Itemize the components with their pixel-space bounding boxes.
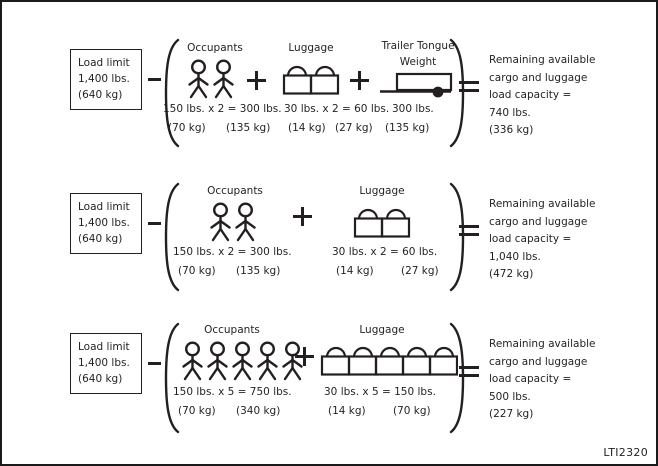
equals-operator: [459, 225, 479, 237]
occupants-label: Occupants: [204, 324, 260, 336]
luggage-calc-lbs: 30 lbs. x 2 = 60 lbs.: [284, 103, 390, 115]
stick-figure-icon: [186, 59, 211, 99]
result-line-2: cargo and luggage: [489, 71, 588, 84]
plus-operator: [293, 207, 312, 226]
load-limit-kg: (640 kg): [78, 233, 123, 245]
minus-operator: [148, 78, 161, 81]
stick-figure-icon: [205, 341, 230, 381]
minus-operator: [148, 362, 161, 365]
occupants-calc-kg-total: (340 kg): [236, 405, 281, 417]
luggage-label: Luggage: [359, 324, 405, 336]
result-line-1: Remaining available: [489, 338, 596, 350]
trailer-tongue-label-line2: Weight: [399, 56, 437, 68]
result-block: Remaining available cargo and luggage lo…: [489, 52, 596, 140]
right-bracket: [449, 38, 469, 148]
luggage-calc-kg-total: (70 kg): [393, 405, 431, 417]
result-line-5: (472 kg): [489, 268, 534, 280]
load-limit-box: Load limit 1,400 lbs. (640 kg): [70, 193, 142, 254]
suitcase-icon: [320, 346, 458, 376]
result-line-5: (336 kg): [489, 124, 534, 136]
stick-figure-icon: [280, 341, 305, 381]
luggage-label: Luggage: [288, 42, 334, 54]
plus-operator: [295, 347, 314, 366]
occupants-icon-group: [180, 341, 305, 381]
right-bracket: [449, 322, 469, 434]
result-block: Remaining available cargo and luggage lo…: [489, 196, 596, 284]
load-limit-title: Load limit: [78, 341, 130, 353]
load-limit-lbs: 1,400 lbs.: [78, 217, 130, 229]
load-limit-box: Load limit 1,400 lbs. (640 kg): [70, 49, 142, 110]
luggage-calc-kg-unit: (14 kg): [288, 122, 326, 134]
equals-operator: [459, 81, 479, 93]
trailer-tongue-icon: [380, 71, 456, 99]
result-line-2: cargo and luggage: [489, 355, 588, 368]
load-limit-kg: (640 kg): [78, 373, 123, 385]
luggage-icon-group: [281, 64, 341, 96]
stick-figure-icon: [230, 341, 255, 381]
result-line-3: load capacity =: [489, 373, 572, 385]
result-block: Remaining available cargo and luggage lo…: [489, 336, 596, 424]
luggage-icon-group: [320, 345, 458, 377]
suitcase-icon: [353, 208, 411, 238]
stick-figure-icon: [233, 202, 258, 242]
luggage-calc-kg-total: (27 kg): [335, 122, 373, 134]
luggage-icon-group: [352, 207, 412, 239]
trailer-calc-kg-total: (135 kg): [385, 122, 430, 134]
occupants-calc-lbs: 150 lbs. x 2 = 300 lbs.: [163, 103, 282, 115]
plus-operator: [350, 71, 369, 90]
occupants-calc-kg-total: (135 kg): [236, 265, 281, 277]
luggage-calc-lbs: 30 lbs. x 5 = 150 lbs.: [324, 386, 436, 398]
trailer-calc-lbs: 300 lbs.: [392, 103, 434, 115]
result-line-1: Remaining available: [489, 198, 596, 210]
occupants-calc-kg-unit: (70 kg): [178, 405, 216, 417]
occupants-label: Occupants: [187, 42, 243, 54]
occupants-icon-group: [208, 202, 258, 242]
left-bracket: [160, 182, 180, 292]
load-limit-box: Load limit 1,400 lbs. (640 kg): [70, 333, 142, 394]
occupants-calc-kg-unit: (70 kg): [178, 265, 216, 277]
load-limit-lbs: 1,400 lbs.: [78, 73, 130, 85]
load-limit-title: Load limit: [78, 57, 130, 69]
result-line-3: load capacity =: [489, 233, 572, 245]
luggage-calc-kg-unit: (14 kg): [336, 265, 374, 277]
minus-operator: [148, 222, 161, 225]
result-line-5: (227 kg): [489, 408, 534, 420]
suitcase-icon: [282, 65, 340, 95]
result-line-1: Remaining available: [489, 54, 596, 66]
luggage-calc-kg-total: (27 kg): [401, 265, 439, 277]
occupants-calc-lbs: 150 lbs. x 2 = 300 lbs.: [173, 246, 292, 258]
figure-code: LTI2320: [603, 446, 648, 459]
luggage-calc-lbs: 30 lbs. x 2 = 60 lbs.: [332, 246, 438, 258]
occupants-calc-kg-unit: (70 kg): [168, 122, 206, 134]
result-line-4: 1,040 lbs.: [489, 250, 541, 263]
occupants-label: Occupants: [207, 185, 263, 197]
occupants-calc-lbs: 150 lbs. x 5 = 750 lbs.: [173, 386, 292, 398]
luggage-calc-kg-unit: (14 kg): [328, 405, 366, 417]
result-line-4: 500 lbs.: [489, 390, 531, 403]
trailer-tongue-label-line1: Trailer Tongue: [381, 40, 455, 52]
left-bracket: [160, 322, 180, 434]
equals-operator: [459, 366, 479, 378]
left-bracket: [160, 38, 180, 148]
stick-figure-icon: [255, 341, 280, 381]
load-limit-lbs: 1,400 lbs.: [78, 357, 130, 369]
stick-figure-icon: [180, 341, 205, 381]
stick-figure-icon: [211, 59, 236, 99]
load-limit-kg: (640 kg): [78, 89, 123, 101]
occupants-calc-kg-total: (135 kg): [226, 122, 271, 134]
result-line-2: cargo and luggage: [489, 215, 588, 228]
luggage-label: Luggage: [359, 185, 405, 197]
plus-operator: [247, 71, 266, 90]
stick-figure-icon: [208, 202, 233, 242]
result-line-4: 740 lbs.: [489, 106, 531, 119]
right-bracket: [449, 182, 469, 292]
load-limit-title: Load limit: [78, 201, 130, 213]
occupants-icon-group: [186, 59, 236, 99]
result-line-3: load capacity =: [489, 89, 572, 101]
